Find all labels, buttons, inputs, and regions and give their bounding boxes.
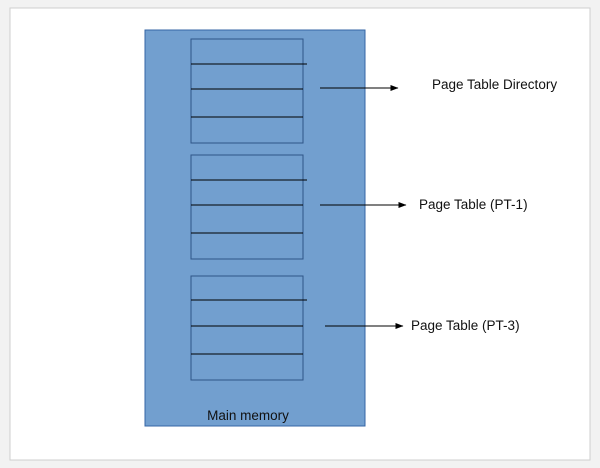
table-outline (190, 275, 304, 381)
page-table-pt3-box (190, 275, 307, 381)
label-page-table-pt3: Page Table (PT-3) (411, 318, 520, 333)
table-outline (190, 154, 304, 260)
main-memory-caption: Main memory (207, 408, 289, 423)
main-memory-block (144, 29, 366, 427)
label-page-table-directory: Page Table Directory (432, 77, 557, 92)
page-table-directory-box (190, 38, 307, 144)
label-page-table-pt1: Page Table (PT-1) (419, 197, 528, 212)
table-outline (190, 38, 304, 144)
page-table-pt1-box (190, 154, 307, 260)
